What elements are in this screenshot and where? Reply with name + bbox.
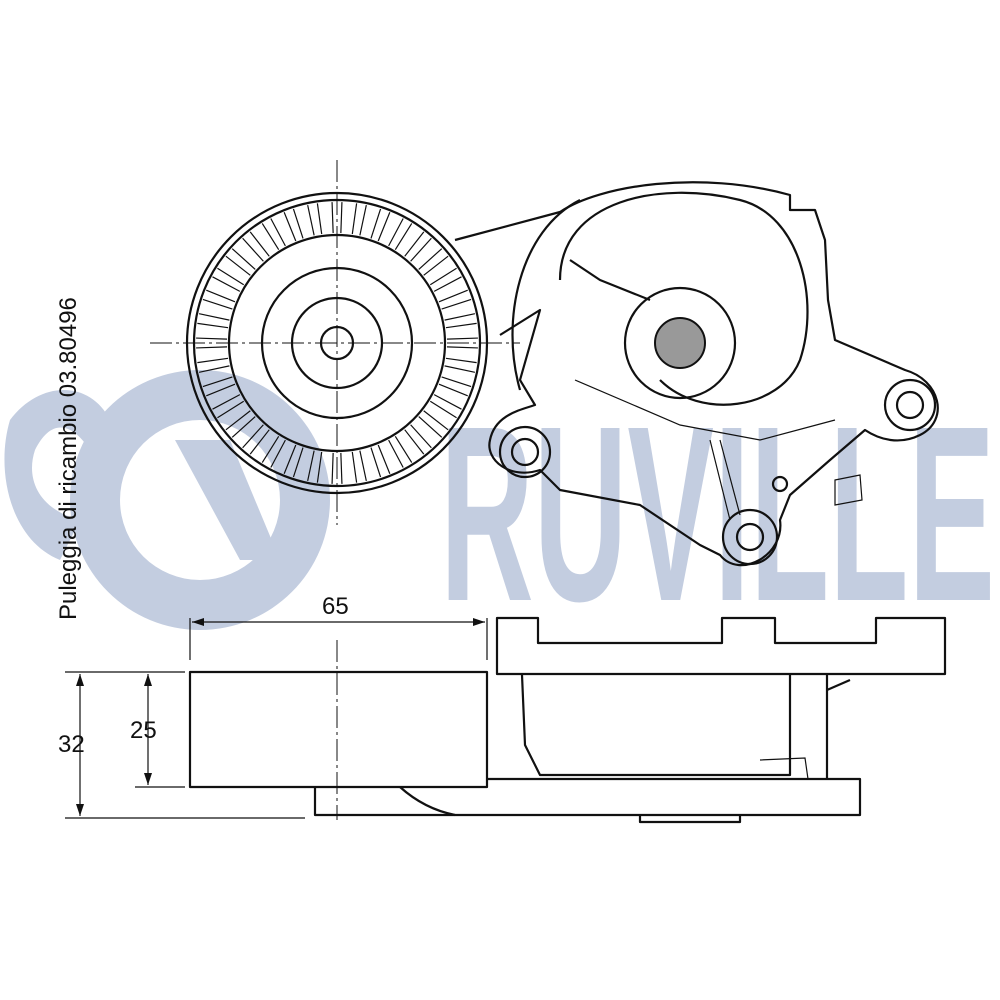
pulley-rib — [270, 439, 286, 468]
pulley-rib — [212, 394, 241, 410]
pulley-rib — [231, 416, 256, 438]
pulley-rib — [418, 248, 443, 270]
pulley-rib — [438, 289, 468, 303]
pulley-rib — [283, 212, 297, 242]
caption-text: Puleggia di ricambio 03.80496 — [55, 297, 82, 620]
pulley-rib — [445, 357, 477, 364]
pulley-rib — [441, 376, 472, 388]
pulley-rib — [394, 223, 413, 251]
pulley-rib — [444, 365, 476, 373]
pulley-rib — [444, 313, 476, 321]
pulley-rib — [340, 202, 343, 234]
pulley-rib — [217, 267, 245, 286]
pulley-rib — [340, 452, 343, 484]
pulley-rib — [441, 298, 472, 310]
pulley-rib — [418, 416, 443, 438]
pulley-rib — [370, 447, 382, 478]
ruville-logo-watermark — [4, 370, 330, 630]
pulley-front-view — [150, 160, 520, 525]
pulley-rib — [388, 218, 404, 247]
pulley-rib — [429, 267, 457, 286]
pulley-rib — [331, 202, 334, 234]
pulley-rib — [197, 357, 229, 364]
pulley-rib — [331, 452, 334, 484]
pulley-rib — [316, 451, 323, 483]
pulley-rib — [433, 394, 462, 410]
pulley-rib — [197, 322, 229, 329]
pulley-rib — [429, 400, 457, 419]
pulley-rib — [410, 424, 432, 449]
pulley-rib — [446, 346, 478, 349]
pulley-rib — [212, 276, 241, 292]
pulley-rib — [242, 237, 264, 262]
pulley-rib — [292, 208, 304, 239]
side-view — [188, 616, 947, 824]
dimension-pulley-height-label: 25 — [130, 717, 157, 744]
pulley-rib — [261, 223, 280, 251]
pulley-rib — [423, 255, 449, 276]
pulley-rib — [316, 203, 323, 235]
pulley-rib — [206, 383, 236, 397]
pulley-rib — [446, 337, 478, 340]
pulley-rib — [445, 322, 477, 329]
pulley-rib — [206, 289, 236, 303]
pulley-rib — [198, 313, 230, 321]
pulley-rib — [202, 376, 233, 388]
pulley-rib — [359, 450, 367, 482]
pulley-rib — [261, 435, 280, 463]
pulley-rib — [270, 218, 286, 247]
pulley-rib — [196, 337, 228, 340]
pulley-rib — [377, 212, 391, 242]
ruville-watermark-text: RUVILLE — [440, 374, 995, 653]
pulley-rib — [198, 365, 230, 373]
pulley-rib — [433, 276, 462, 292]
pulley-rib — [225, 255, 251, 276]
pulley-rib — [307, 450, 315, 482]
pulley-rib — [438, 383, 468, 397]
pulley-rib — [225, 410, 251, 431]
pulley-rib — [370, 208, 382, 239]
tensioner-body — [454, 181, 939, 567]
pulley-rib — [307, 204, 315, 236]
pulley-rib — [231, 248, 256, 270]
pulley-rib — [202, 298, 233, 310]
pulley-rib — [359, 204, 367, 236]
pulley-rib — [410, 237, 432, 262]
pulley-rib — [242, 424, 264, 449]
pulley-rib — [388, 439, 404, 468]
pulley-rib — [249, 429, 270, 455]
pulley-rib — [292, 447, 304, 478]
pulley-rib — [283, 444, 297, 474]
pulley-rib — [423, 410, 449, 431]
pulley-rib — [249, 231, 270, 257]
pulley-rib — [196, 346, 228, 349]
dimension-width-label: 65 — [322, 593, 349, 620]
pulley-rib — [351, 451, 358, 483]
pulley-rib — [394, 435, 413, 463]
pulley-rib — [404, 231, 425, 257]
dimension-total-height-label: 32 — [58, 731, 85, 758]
dimension-lines — [65, 618, 488, 819]
pulley-rib — [351, 203, 358, 235]
pulley-rib — [404, 429, 425, 455]
pulley-rib — [377, 444, 391, 474]
pulley-rib — [217, 400, 245, 419]
